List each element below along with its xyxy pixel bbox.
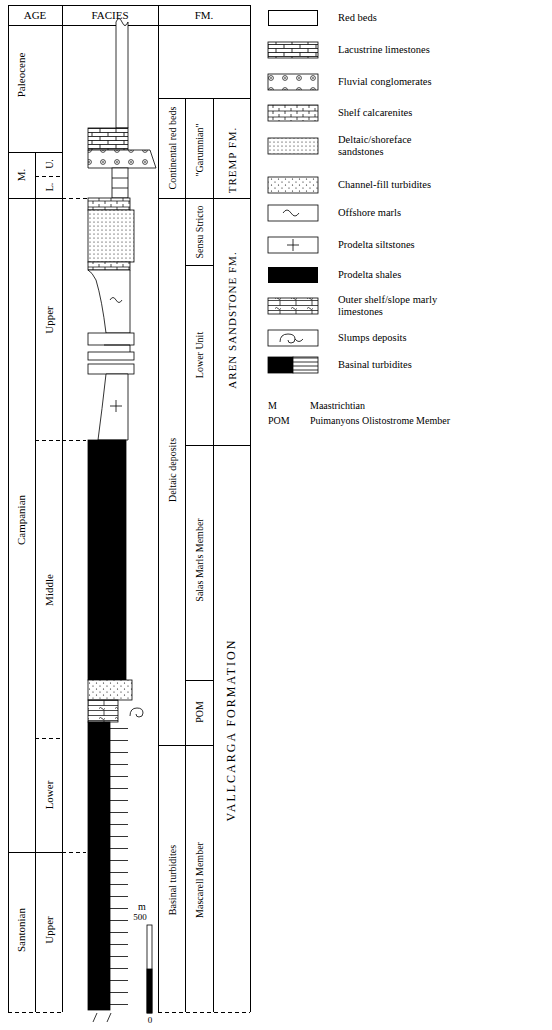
subage-label: Upper xyxy=(43,916,55,944)
legend-text: Lacustrine limestones xyxy=(338,44,430,56)
legend-text: Shelf calcarenites xyxy=(338,107,412,119)
member-label: Lower Unit xyxy=(194,332,205,378)
subage-label: Upper xyxy=(43,306,55,334)
subage-label: Middle xyxy=(43,574,55,606)
facies-label: Continental red beds xyxy=(167,103,178,193)
scale-unit: m xyxy=(138,901,146,912)
column-header: FACIES xyxy=(91,9,128,21)
member-label: POM xyxy=(194,701,205,723)
scale-value: 0 xyxy=(148,1016,153,1026)
legend-text: Prodelta shales xyxy=(338,269,401,281)
epoch-label: M. xyxy=(15,169,27,182)
lithology-log xyxy=(88,19,156,1023)
subage-label: L. xyxy=(44,183,55,192)
column-header: FM. xyxy=(195,9,214,21)
abbreviation: POM xyxy=(268,415,290,426)
legend-swatch xyxy=(268,10,318,26)
member-label: Sensu Stricto xyxy=(194,202,205,262)
legend-text: Slumps deposits xyxy=(338,332,407,344)
formation-label: VALLCARGA FORMATION xyxy=(225,639,238,822)
epoch-label: Santonian xyxy=(15,908,27,952)
facies-label: Basinal turbidites xyxy=(167,845,178,915)
scale-bar xyxy=(147,925,152,1013)
legend-text: Outer shelf/slope marly limestones xyxy=(338,294,448,317)
legend-symbols xyxy=(268,42,318,373)
legend-text: Channel-fill turbidites xyxy=(338,179,431,191)
formation-label: TREMP FM. xyxy=(226,127,238,194)
column-header: AGE xyxy=(24,9,47,21)
legend-text: Offshore marls xyxy=(338,207,401,219)
abbreviation-meaning: Puimanyons Olistostrome Member xyxy=(310,415,450,426)
table-grid xyxy=(8,5,251,1013)
abbreviation: M xyxy=(268,400,277,411)
member-label: Salas Marls Member xyxy=(194,518,205,601)
formation-label: AREN SANDSTONE FM. xyxy=(226,251,238,388)
legend-swatch xyxy=(268,267,318,283)
subage-label: Lower xyxy=(43,781,55,810)
epoch-label: Campanian xyxy=(15,495,27,545)
facies-label: Deltaic deposits xyxy=(167,438,178,502)
legend-text: Prodelta siltstones xyxy=(338,239,415,251)
member-label: Mascarell Member xyxy=(194,842,205,918)
subage-label: U. xyxy=(44,159,55,169)
abbreviation-meaning: Maastrichtian xyxy=(310,400,365,411)
epoch-label: Paleocene xyxy=(15,53,27,98)
member-label: "Garumnian" xyxy=(194,123,205,176)
scale-value: 500 xyxy=(133,913,147,923)
legend-text: Fluvial conglomerates xyxy=(338,76,432,88)
legend-text: Basinal turbidites xyxy=(338,359,412,371)
legend-text: Red beds xyxy=(338,12,377,24)
legend-text: Deltaic/shoreface sandstones xyxy=(338,134,448,157)
